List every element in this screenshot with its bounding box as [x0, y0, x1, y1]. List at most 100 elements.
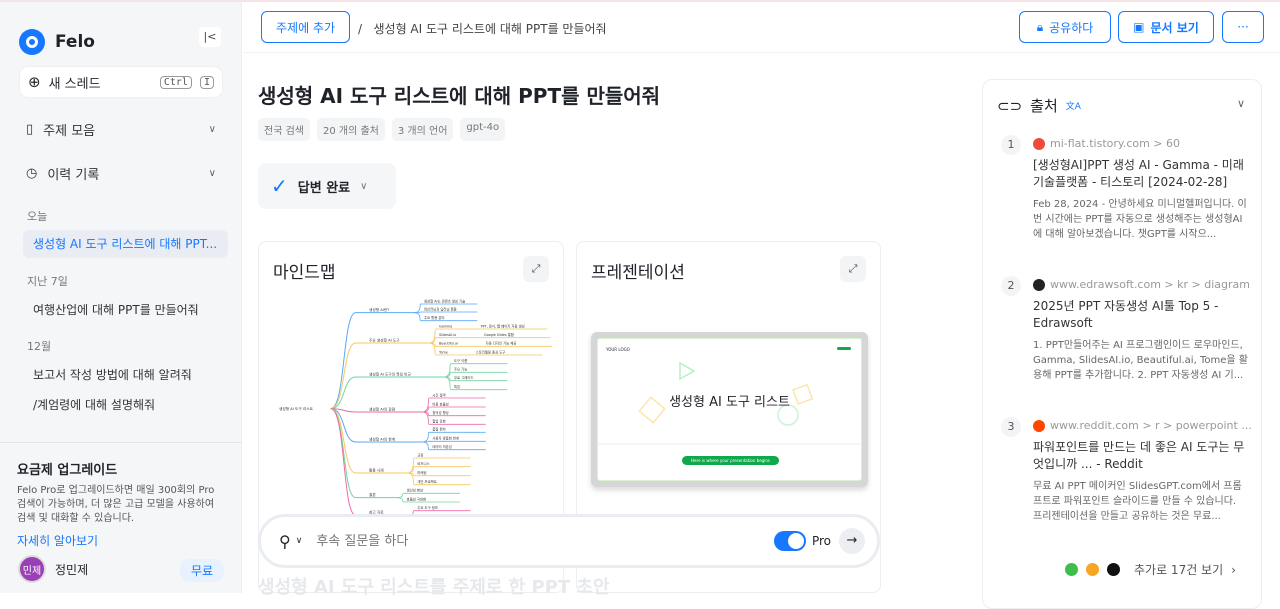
- mindmap-child: 데이터 의존성: [432, 444, 451, 449]
- chevron-right-icon: ›: [1231, 562, 1236, 577]
- mindmap-child: 창의성 향상: [432, 410, 448, 415]
- chevron-down-icon[interactable]: ∨: [1236, 97, 1245, 110]
- sources-title: 출처: [1030, 97, 1058, 115]
- source-title: 2025년 PPT 자동생성 AI툴 Top 5 - Edrawsoft: [1033, 299, 1219, 330]
- view-document-button[interactable]: ▣문서 보기: [1118, 11, 1214, 43]
- mindmap-branch: 생성형 AI의 장점: [369, 406, 395, 411]
- mindmap-child: 효율성 극대화: [407, 496, 426, 501]
- mindmap-branch: 참고 자료: [369, 510, 384, 515]
- history-label: 이력 기록: [47, 168, 100, 183]
- search-icon[interactable]: ⚲: [279, 531, 291, 551]
- mindmap-child-line: [428, 342, 543, 356]
- app-name: Felo: [55, 32, 95, 52]
- slide-decoration: [598, 361, 861, 445]
- top-accent-line: [0, 0, 1280, 2]
- pro-label: Pro: [811, 534, 831, 548]
- mindmap-child-line: [407, 472, 471, 486]
- collapse-sidebar-button[interactable]: |<: [199, 27, 221, 47]
- share-button[interactable]: 🔒︎공유하다: [1019, 11, 1111, 43]
- more-sources-label: 추가로 17건 보기: [1134, 563, 1224, 577]
- history-icon: ◷: [26, 166, 38, 181]
- source-url: www.edrawsoft.com > kr > diagram...: [1050, 278, 1251, 291]
- new-thread-label: 새 스레드: [48, 76, 101, 92]
- source-snippet: Feb 28, 2024 - 안녕하세요 미니멀헬퍼입니다. 이번 시간에는 P…: [1033, 199, 1247, 240]
- avatar: 민제: [18, 555, 46, 583]
- mindmap-child: SlidesAI.io: [439, 333, 456, 337]
- sources-header: ⊂⊃ 출처 文A: [997, 95, 1081, 116]
- submit-arrow-button[interactable]: →: [839, 528, 865, 554]
- sidebar-item-history[interactable]: ◷이력 기록∨: [26, 164, 216, 183]
- mindmap-note: PPT, 문서, 웹 페이지 자동 생성: [481, 323, 525, 328]
- history-item[interactable]: 생성형 AI 도구 리스트에 대해 PPT...: [23, 230, 228, 258]
- mindmap-child-line: [407, 472, 471, 477]
- source-title: 파워포인트를 만드는 데 좋은 AI 도구는 무엇입니까 ... - Reddi…: [1033, 440, 1245, 471]
- slide-title: 생성형 AI 도구 리스트: [669, 395, 790, 410]
- mindmap-title: 마인드맵: [273, 263, 336, 283]
- mindmap-child-line: [422, 406, 486, 413]
- expand-icon[interactable]: ⤢: [523, 256, 549, 282]
- mindmap-child-line: [422, 440, 486, 443]
- mindmap-child: Beautiful.ai: [439, 342, 458, 346]
- history-item[interactable]: /계엄령에 대해 설명해줘: [33, 398, 156, 412]
- breadcrumb-separator: /: [358, 22, 363, 36]
- mindmap-child: 주요 기능: [454, 367, 467, 372]
- logo[interactable]: Felo: [19, 29, 95, 55]
- history-item[interactable]: 여행산업에 대해 PPT를 만들어줘: [33, 303, 199, 317]
- history-item[interactable]: 보고서 작성 방법에 대해 알려줘: [33, 368, 192, 382]
- mindmap-branch: 생성형 AI 도구의 특징 비교: [369, 371, 412, 376]
- share-label: 공유하다: [1049, 20, 1094, 35]
- site-favicon-icon: [1033, 278, 1045, 291]
- mindmap-child: 비용 효율성: [432, 401, 448, 406]
- mindmap-child-line: [422, 397, 486, 413]
- more-sources-button[interactable]: 추가로 17건 보기 ›: [1065, 561, 1236, 578]
- link-icon: ⊂⊃: [997, 96, 1023, 115]
- source-site: www.edrawsoft.com > kr > diagram...: [1033, 278, 1251, 291]
- mindmap-branch-line: [330, 408, 423, 413]
- sidebar-item-collections[interactable]: ▯주제 모음∨: [26, 120, 216, 139]
- expand-icon[interactable]: ⤢: [840, 256, 866, 282]
- shortcut-key: Ctrl: [159, 75, 192, 89]
- mindmap-child-line: [443, 376, 508, 391]
- mindmap-child-line: [413, 311, 478, 314]
- chat-plus-icon: ⊕: [28, 73, 41, 91]
- breadcrumb-current: 생성형 AI 도구 리스트에 대해 PPT를 만들어줘: [373, 22, 607, 36]
- bookmark-icon: ▯: [26, 122, 34, 137]
- source-number: 1: [1001, 135, 1021, 155]
- slide-preview[interactable]: YOUR LOGO 생성형 AI 도구 리스트 Here is where yo…: [591, 332, 868, 487]
- user-profile[interactable]: 민제 정민제: [18, 555, 88, 583]
- check-circle-icon: ✓: [271, 174, 288, 198]
- answer-status-toggle[interactable]: ✓답변 완료∨: [258, 163, 396, 209]
- site-favicon-icon: [1033, 137, 1045, 150]
- meta-tags: 전국 검색 20 개의 출처 3 개의 언어 gpt-4o: [258, 118, 506, 141]
- upgrade-panel: 요금제 업그레이드 Felo Pro로 업그레이드하면 매일 300회의 Pro…: [0, 442, 242, 565]
- chevron-down-icon[interactable]: ∨: [295, 536, 303, 546]
- mindmap-child-line: [443, 376, 508, 382]
- follow-up-input[interactable]: [316, 533, 774, 549]
- pro-toggle[interactable]: [773, 531, 806, 551]
- mindmap-child: 특징: [454, 384, 460, 389]
- plan-badge[interactable]: 무료: [180, 559, 225, 582]
- mindmap-branch: 활용 사례: [369, 467, 384, 472]
- mindmap-child: 품질 편차: [432, 427, 445, 432]
- add-to-topic-button[interactable]: 주제에 추가: [261, 11, 350, 43]
- mindmap-note: 자동 디자인 기능 제공: [486, 341, 517, 346]
- breadcrumb: / 생성형 AI 도구 리스트에 대해 PPT를 만들어줘: [358, 20, 607, 37]
- translate-icon[interactable]: 文A: [1065, 102, 1081, 112]
- tag: 20 개의 출처: [316, 118, 385, 141]
- source-site: mi-flat.tistory.com > 60: [1033, 137, 1251, 150]
- learn-more-link[interactable]: 자세히 알아보기: [17, 534, 99, 548]
- presentation-title: 프레젠테이션: [591, 263, 685, 283]
- slide-logo: YOUR LOGO: [606, 347, 630, 352]
- mindmap-child-line: [422, 411, 486, 425]
- more-button[interactable]: ···: [1222, 11, 1264, 43]
- chevron-down-icon: ∨: [208, 124, 216, 135]
- user-name: 정민제: [55, 562, 89, 577]
- mindmap-child: Tome: [438, 350, 448, 354]
- new-thread-button[interactable]: ⊕ 새 스레드 Ctrl I: [20, 67, 222, 97]
- mindmap-note: Google Slides 통합: [484, 332, 514, 337]
- mindmap-child-line: [407, 466, 471, 474]
- mindmap-child: 시간 절약: [432, 392, 445, 397]
- mindmap-branch-line: [330, 408, 408, 516]
- sidebar: Felo |< ⊕ 새 스레드 Ctrl I ▯주제 모음∨ ◷이력 기록∨ 오…: [0, 2, 242, 593]
